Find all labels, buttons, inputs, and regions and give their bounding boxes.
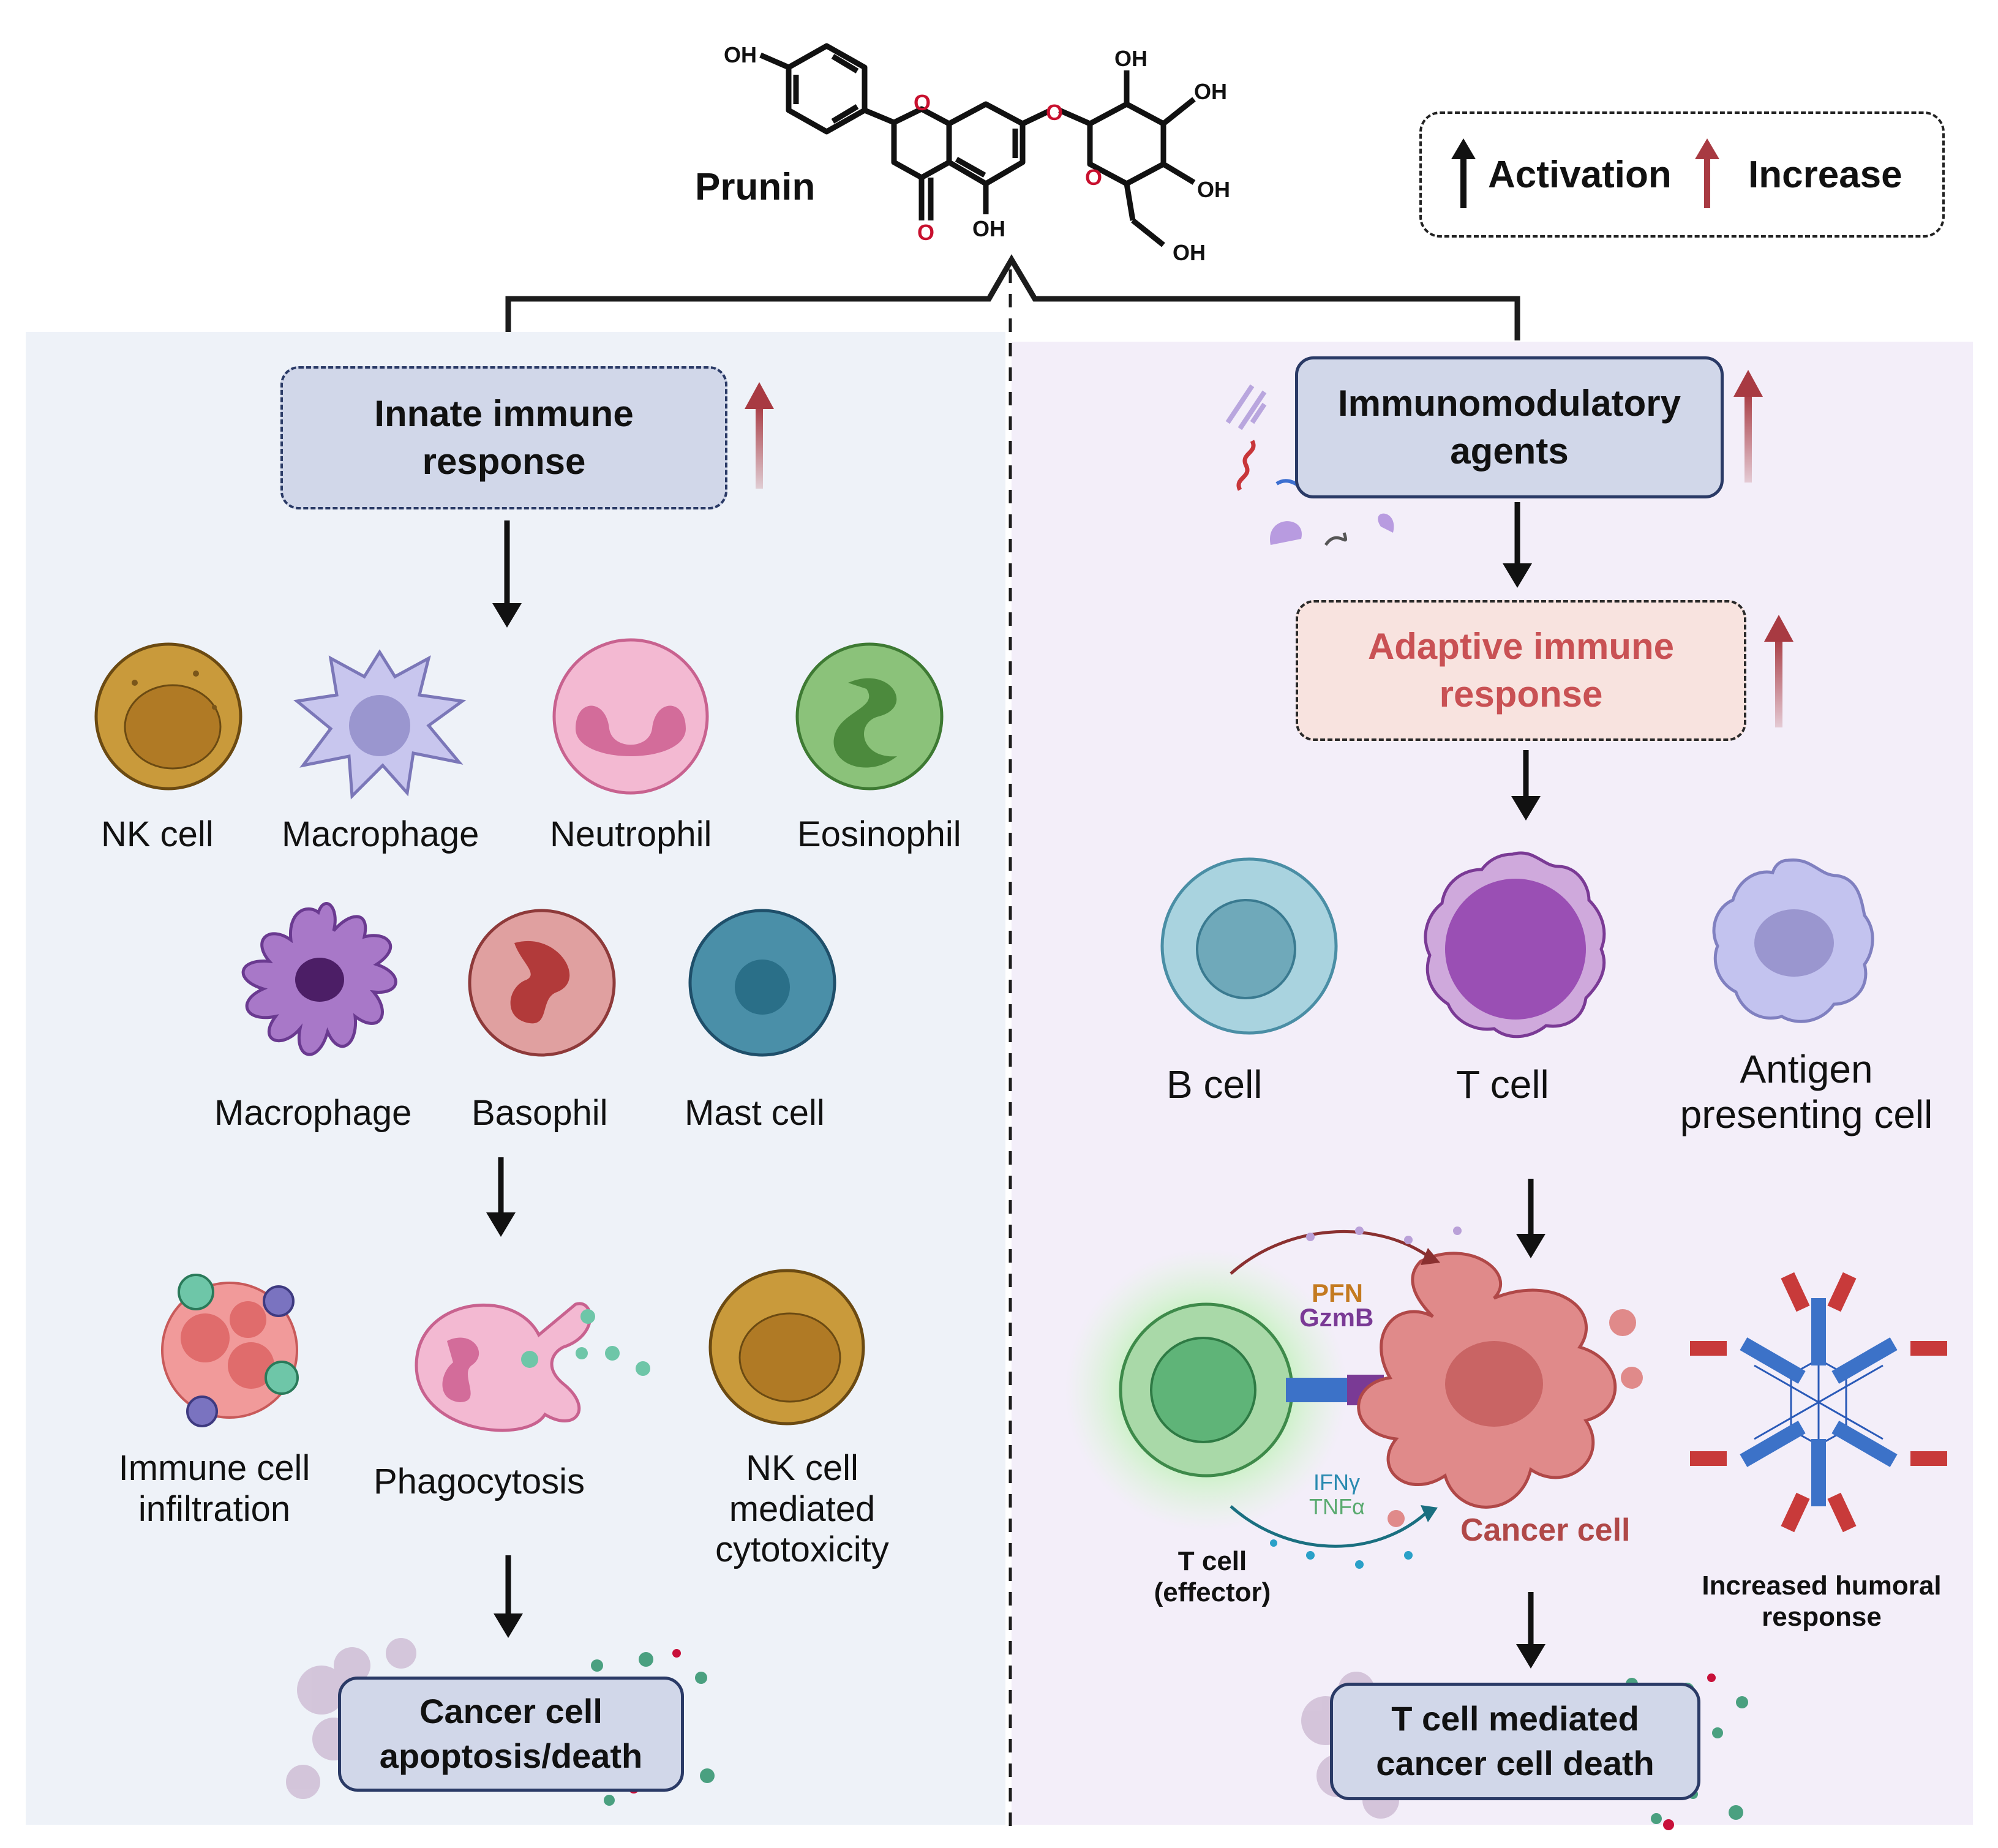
oh-a-ring: OH [972, 216, 1005, 241]
o-link: O [1046, 100, 1063, 125]
gzmb-label: GzmB [1299, 1303, 1374, 1332]
oh-sugar-ch2: OH [1173, 240, 1206, 265]
immunomodulatory-label: Immunomodulatory agents [1337, 383, 1681, 471]
macrophage-2-icon [241, 902, 397, 1056]
t-cell-cancer-interaction [1065, 1226, 1643, 1569]
o-ring1: O [914, 90, 931, 115]
nk-cell-cytotoxic-icon [708, 1269, 865, 1425]
increase-arrow-icon [1695, 138, 1719, 208]
immunomodulatory-molecules-icon [1225, 384, 1394, 546]
cell-label-neutrophil: Neutrophil [550, 814, 712, 854]
t-cell-death-box: T cell mediated cancer cell death [1330, 1683, 1700, 1800]
t-effector-label: T cell (effector) [1154, 1546, 1271, 1607]
cell-label-b-cell: B cell [1166, 1062, 1263, 1106]
immuno-increase-arrow-icon [1733, 370, 1763, 483]
innate-panel [26, 332, 1005, 1825]
cell-label-basophil: Basophil [471, 1093, 608, 1133]
innate-response-box: Innate immune response [280, 366, 727, 509]
cell-label-eosinophil: Eosinophil [797, 814, 961, 854]
oh-sugar-top: OH [1114, 46, 1147, 71]
cell-label-nk: NK cell [101, 814, 214, 854]
oh-sugar-lower: OH [1197, 177, 1230, 202]
b-cell-icon [1160, 857, 1338, 1035]
adaptive-increase-arrow-icon [1764, 615, 1793, 727]
tnfa-label: TNFα [1309, 1494, 1365, 1519]
macrophage-icon [293, 649, 467, 800]
antibody-cluster-icon [1690, 1272, 1947, 1533]
legend-activation-label: Activation [1488, 154, 1672, 196]
adaptive-response-box: Adaptive immune response [1296, 600, 1746, 741]
t-cell-death-label: T cell mediated cancer cell death [1376, 1699, 1654, 1782]
pfn-label: PFN [1312, 1279, 1363, 1307]
eosinophil-icon [795, 642, 944, 791]
oh-phenol: OH [724, 42, 757, 67]
ifng-label: IFNγ [1313, 1470, 1360, 1495]
basophil-icon [468, 909, 616, 1057]
cancer-apoptosis-label: Cancer cell apoptosis/death [379, 1692, 643, 1775]
neutrophil-icon [552, 638, 709, 795]
effect-label-infiltration: Immune cell infiltration [118, 1448, 310, 1529]
cell-label-mast: Mast cell [685, 1093, 825, 1133]
immune-infiltration-icon [161, 1274, 299, 1427]
immunomodulatory-box: Immunomodulatory agents [1295, 356, 1724, 498]
phagocytosis-icon [415, 1302, 650, 1432]
cancer-cell-label: Cancer cell [1460, 1512, 1631, 1548]
adaptive-response-label: Adaptive immune response [1367, 626, 1675, 715]
nk-cell-icon [94, 642, 242, 791]
effect-label-nk-cytotoxicity: NK cell mediated cytotoxicity [715, 1448, 889, 1570]
o-carbonyl: O [917, 220, 934, 245]
cell-label-macrophage-2: Macrophage [214, 1093, 412, 1133]
effect-label-phagocytosis: Phagocytosis [374, 1462, 585, 1501]
cell-label-macrophage-1: Macrophage [282, 814, 479, 854]
cancer-apoptosis-box: Cancer cell apoptosis/death [338, 1677, 684, 1792]
t-cell-icon [1424, 851, 1606, 1039]
adaptive-panel [1012, 342, 1973, 1825]
o-ring2: O [1085, 165, 1102, 190]
innate-response-label: Innate immune response [374, 393, 634, 482]
humoral-response-label: Increased humoral response [1702, 1571, 1942, 1632]
antigen-presenting-cell-icon [1712, 858, 1874, 1023]
prunin-structure: OH O O OH O O OH OH OH OH [724, 42, 1230, 265]
compound-name: Prunin [695, 166, 816, 208]
mast-cell-icon [688, 909, 836, 1057]
cell-label-apc: Antigen presenting cell [1680, 1047, 1933, 1136]
cell-label-t-cell: T cell [1456, 1062, 1549, 1106]
innate-increase-arrow-icon [745, 382, 774, 489]
legend-increase-label: Increase [1748, 154, 1902, 196]
oh-sugar-right: OH [1194, 79, 1227, 104]
activation-arrow-icon [1451, 138, 1476, 208]
legend [1419, 111, 1945, 238]
